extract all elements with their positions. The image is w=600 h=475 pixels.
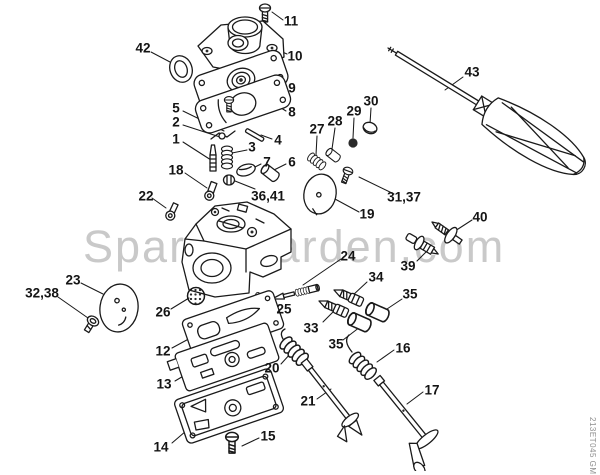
part-spring-27 [305,151,328,172]
part-fitting-18 [204,180,218,201]
diagram-code: 213ET045 GM [588,417,597,475]
part-screw-32-38 [83,315,100,334]
part-plug-6 [258,162,282,184]
part-ball-29 [348,138,358,148]
part-spring-3 [220,145,234,170]
part-valve-39 [405,233,439,255]
part-spring-16 [345,334,379,382]
part-needle-24 [271,283,320,300]
part-plug-30 [362,121,378,135]
part-screw-11 [258,3,272,23]
part-shaft-17 [373,374,439,471]
part-carburetor-body [181,201,292,298]
part-disc-19 [303,173,337,216]
part-inlet-needle-1 [209,144,217,172]
part-valve-40 [431,221,463,245]
part-screen-26 [186,286,206,306]
part-o-ring-42 [169,55,193,83]
part-lever-2 [210,130,236,140]
part-cap-7 [236,163,256,177]
part-nut-36-41 [222,174,236,186]
part-disc-23 [99,283,139,333]
part-screw-31-37 [338,165,355,186]
part-pin-4 [244,128,265,142]
part-gasket-8 [194,74,292,134]
part-shaft-21 [300,358,363,443]
part-diaphragm-13 [166,322,280,392]
part-screw-15 [224,431,240,454]
part-spring-20 [277,328,312,369]
part-pump-cover-14 [173,368,285,444]
part-screwdriver [387,46,586,176]
part-bushing-28 [324,146,343,164]
part-fitting-22 [165,202,179,221]
part-screw-33 [316,296,350,319]
